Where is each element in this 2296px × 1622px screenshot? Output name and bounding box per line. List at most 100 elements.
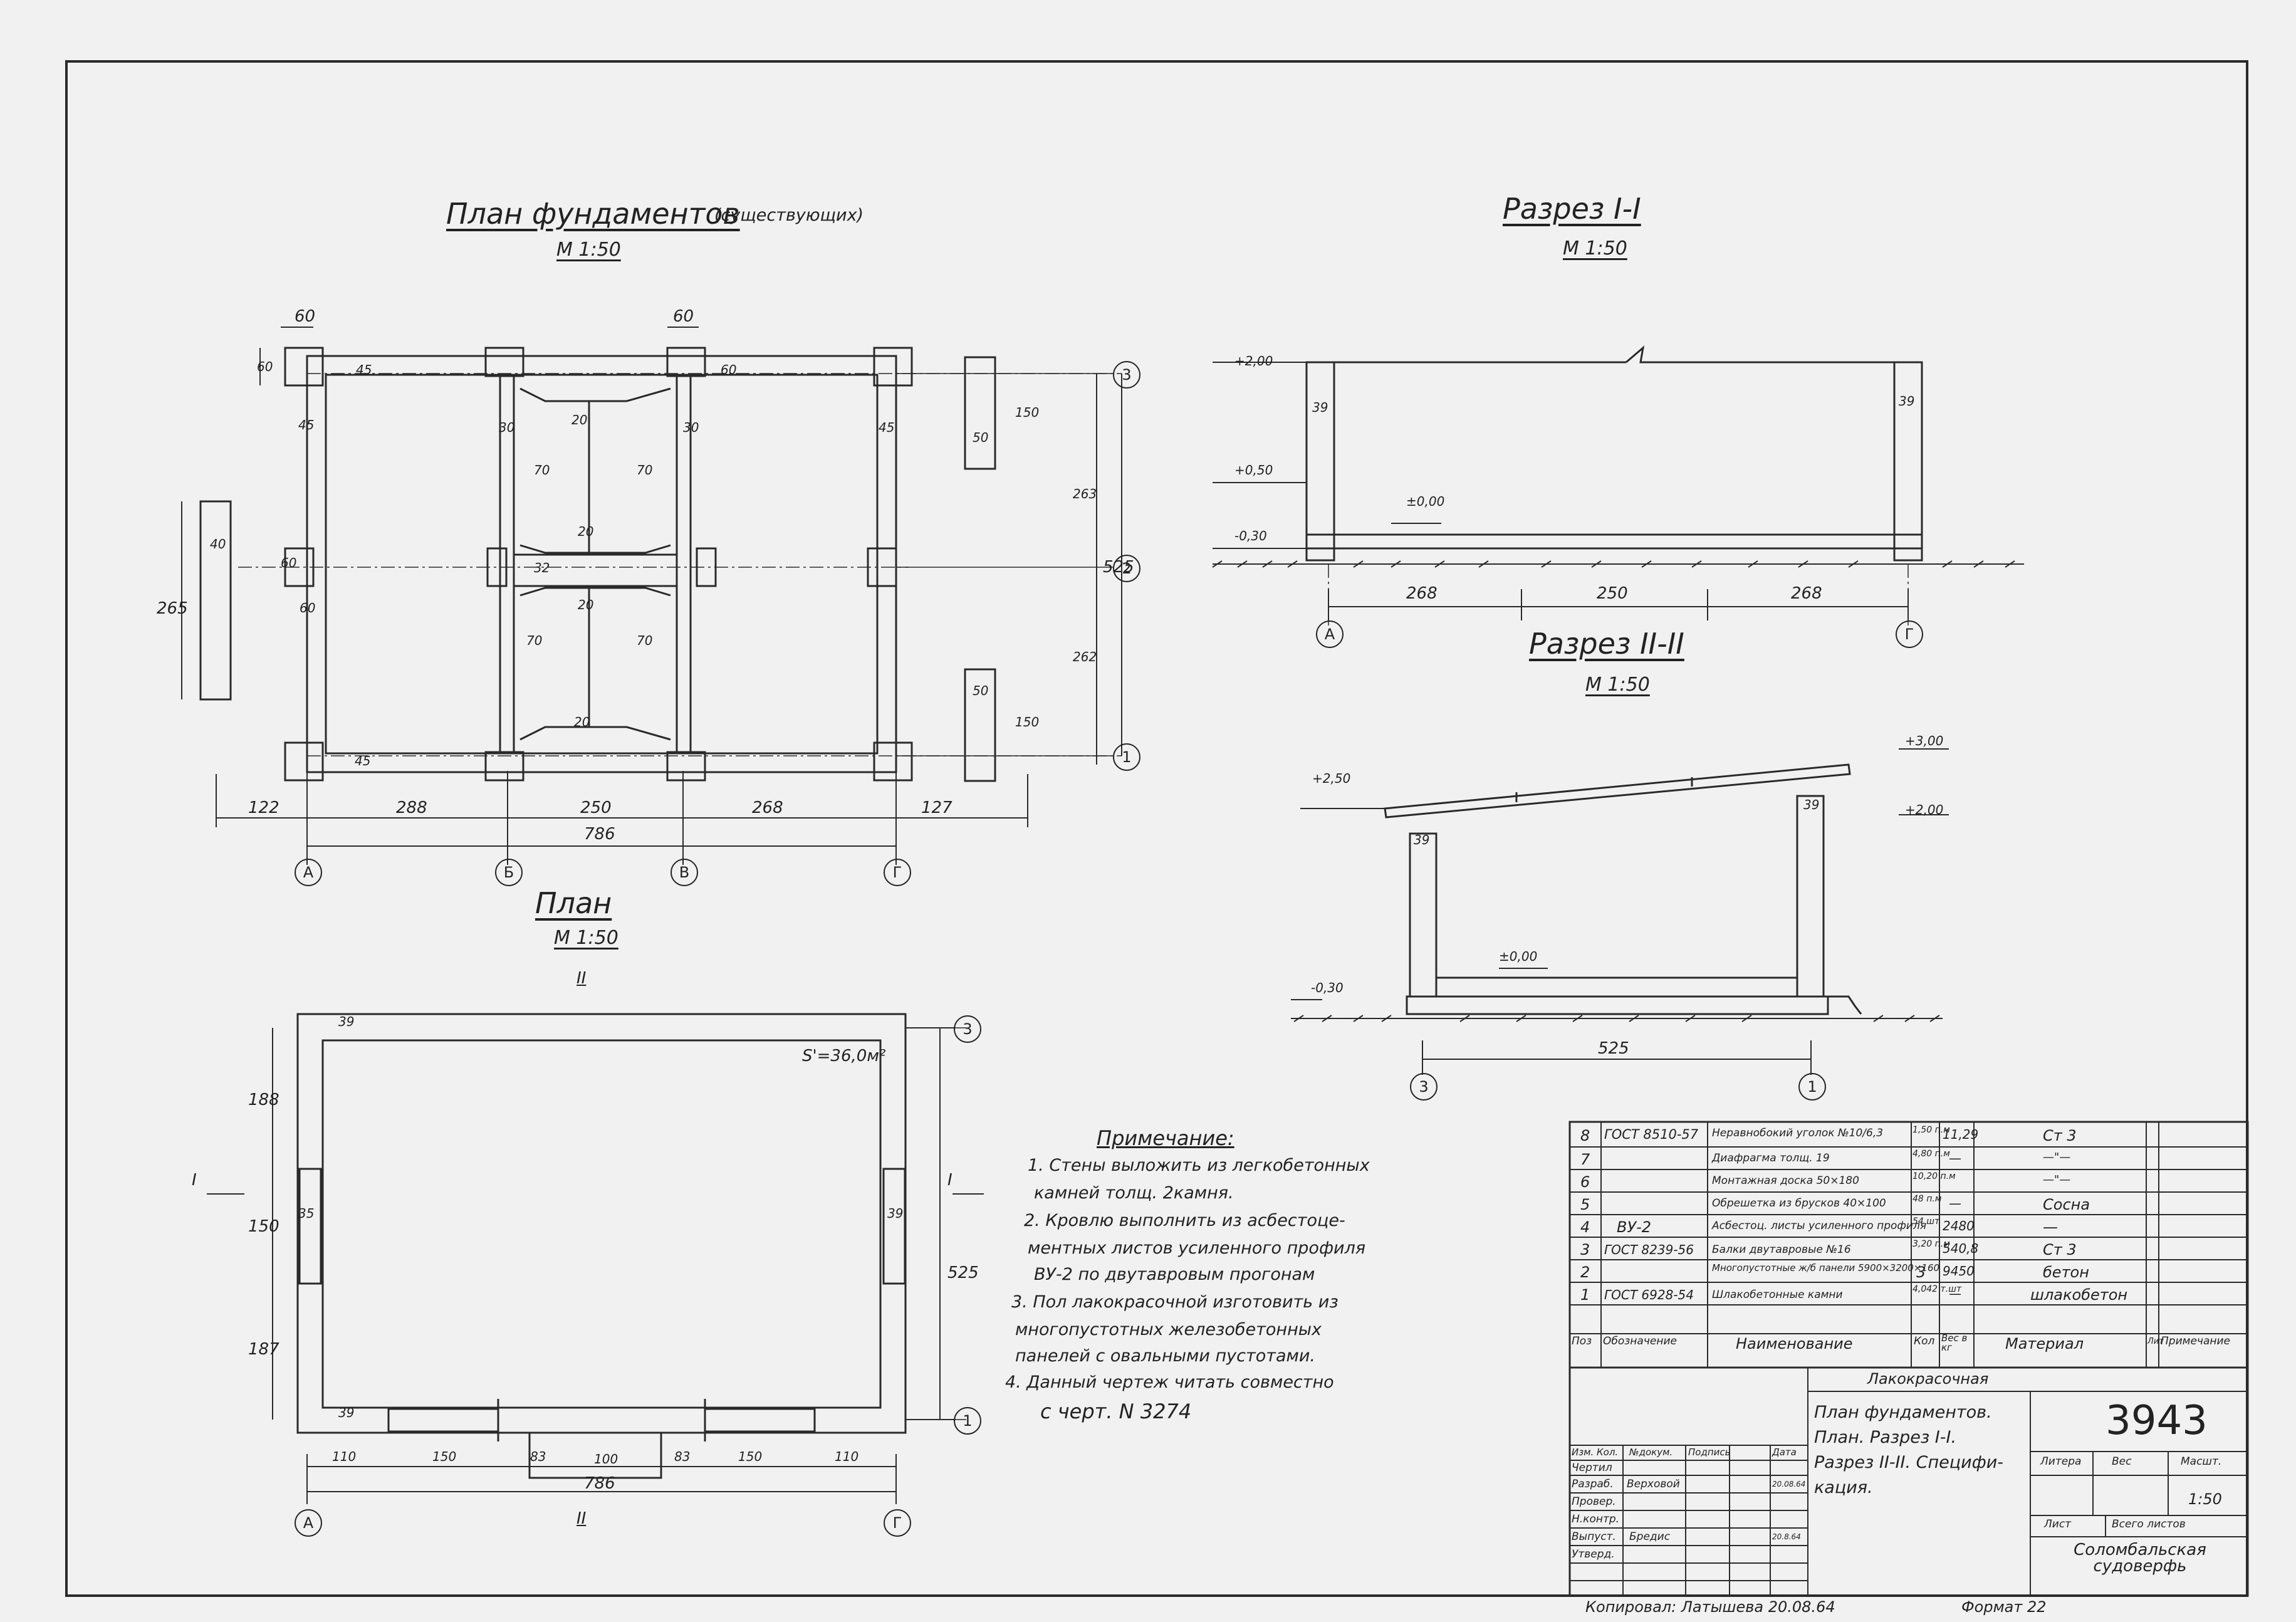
axis-bubble-3: 3	[1113, 361, 1140, 389]
section-1-axis-bubble-a: А	[1316, 620, 1344, 648]
rev-header: Дата	[1772, 1447, 1797, 1458]
dim-60-side-right: 60	[721, 362, 737, 377]
plan-dim-39-a: 39	[338, 1014, 355, 1029]
section-1-dim-250: 250	[1597, 584, 1628, 603]
dim-60-top-left: 60	[295, 307, 316, 326]
dim-70-b: 70	[637, 463, 653, 478]
plan-dim-39-c: 39	[887, 1206, 904, 1221]
dim-60-low: 60	[300, 600, 316, 615]
issued-name: Бредис	[1629, 1530, 1671, 1543]
dim-263: 263	[1073, 486, 1097, 501]
plan-dim-110-a: 110	[332, 1449, 357, 1464]
section-2-scale: М 1:50	[1585, 674, 1650, 696]
spec-designation: ГОСТ 8239-56	[1604, 1242, 1694, 1257]
dim-50-a: 50	[973, 430, 989, 445]
dim-20-b: 20	[578, 524, 594, 539]
plan-dim-187: 187	[248, 1340, 279, 1359]
spec-weight: —	[1949, 1196, 1961, 1211]
spec-header-designation: Обозначение	[1603, 1335, 1677, 1347]
spec-designation: ГОСТ 8510-57	[1604, 1127, 1699, 1142]
spec-weight: 9450	[1943, 1264, 1975, 1279]
dim-45-c: 45	[879, 420, 895, 435]
plan-area: S'=36,0м²	[802, 1047, 886, 1065]
axis-bubble-a: А	[295, 859, 322, 886]
dim-30-b: 30	[683, 420, 699, 435]
spec-pos: 5	[1580, 1196, 1590, 1213]
dim-262: 262	[1073, 649, 1097, 664]
notes-title: Примечание:	[1097, 1126, 1234, 1150]
title-block-line: План фундаментов.	[1814, 1403, 1992, 1422]
plan-dim-525: 525	[947, 1264, 979, 1282]
section-1-dim-39-b: 39	[1899, 394, 1915, 409]
rev-header: №докум.	[1629, 1447, 1673, 1458]
spec-name: Шлакобетонные камни	[1712, 1289, 1843, 1301]
title-block-object: Лакокрасочная	[1867, 1370, 1989, 1388]
axis-bubble-2: 2	[1113, 555, 1140, 582]
spec-pos: 1	[1580, 1286, 1590, 1304]
dim-45-a: 45	[356, 362, 372, 377]
title-block-sheets: Всего листов	[2112, 1518, 2186, 1530]
plan-dim-35: 35	[298, 1206, 315, 1221]
dim-20-c: 20	[578, 597, 594, 612]
title-block-litera: Литера	[2040, 1455, 2082, 1468]
dim-40: 40	[210, 536, 226, 552]
notes-line: с черт. N 3274	[1040, 1400, 1192, 1423]
title-block-weight: Вес	[2112, 1455, 2132, 1468]
plan-dim-39-b: 39	[338, 1405, 355, 1420]
dim-786: 786	[584, 825, 615, 844]
axis-bubble-g: Г	[884, 859, 911, 886]
plan-section-i-left: I	[192, 1171, 197, 1190]
dim-45-d: 45	[355, 753, 371, 768]
date-1: 20.08.64	[1772, 1480, 1806, 1489]
spec-pos: 6	[1580, 1173, 1590, 1191]
plan-dim-150-a: 150	[432, 1449, 457, 1464]
plan-dim-110-b: 110	[835, 1449, 859, 1464]
spec-header-weight: Вес в кг	[1941, 1332, 1968, 1353]
plan-dim-150: 150	[248, 1217, 279, 1236]
plan-section-i-right: I	[947, 1171, 952, 1190]
plan-foundations-scale: М 1:50	[556, 239, 621, 261]
spec-pos: 8	[1580, 1127, 1590, 1144]
section-mark-ii-bottom: II	[577, 1509, 587, 1528]
plan-dim-188: 188	[248, 1091, 279, 1109]
spec-header-qty: Кол	[1914, 1335, 1935, 1347]
spec-material: —"—	[2043, 1151, 2071, 1164]
role-label: Н.контр.	[1572, 1513, 1620, 1525]
section-2-axis-bubble-1: 1	[1798, 1073, 1826, 1101]
spec-qty: 1,50 п.м	[1912, 1125, 1950, 1135]
spec-qty: 4,80 п.м	[1912, 1149, 1950, 1159]
spec-qty: 54 шт	[1912, 1216, 1940, 1227]
section-1-axis-bubble-g: Г	[1896, 620, 1923, 648]
spec-weight: —	[1949, 1151, 1961, 1166]
title-block-line: План. Разрез I-I.	[1814, 1428, 1957, 1447]
plan-dim-83-b: 83	[674, 1449, 691, 1464]
rev-header: Изм.	[1572, 1447, 1594, 1458]
dim-150-a: 150	[1015, 405, 1040, 420]
spec-weight: 2480	[1943, 1218, 1975, 1233]
notes-line: 1. Стены выложить из легкобетонных	[1028, 1156, 1370, 1175]
axis-bubble-b: Б	[495, 859, 523, 886]
spec-header-note: Примечание	[2161, 1335, 2230, 1347]
plan-dim-83-a: 83	[530, 1449, 546, 1464]
dim-20-d: 20	[574, 714, 590, 730]
dim-32: 32	[534, 560, 550, 575]
section-1-level-050: +0,50	[1234, 463, 1273, 478]
spec-material: —"—	[2043, 1173, 2071, 1186]
section-1-level-030: -0,30	[1234, 528, 1267, 543]
spec-name: Балки двутавровые №16	[1712, 1243, 1851, 1256]
plan-dim-786: 786	[584, 1474, 615, 1493]
spec-material: —	[2043, 1218, 2058, 1236]
spec-pos: 7	[1580, 1151, 1590, 1168]
section-2-level-200: +2,00	[1905, 802, 1944, 817]
notes-line: многопустотных железобетонных	[1015, 1320, 1322, 1339]
title-block-line: кация.	[1814, 1478, 1873, 1497]
section-2-level-030: -0,30	[1311, 980, 1344, 995]
spec-material: Сосна	[2043, 1196, 2090, 1213]
spec-header-material: Материал	[2005, 1335, 2084, 1353]
notes-line: камней толщ. 2камня.	[1034, 1183, 1234, 1203]
dim-20-a: 20	[571, 412, 588, 427]
rev-header: Подпись	[1688, 1447, 1731, 1458]
dim-122: 122	[248, 798, 279, 817]
drawing-number: 3943	[2106, 1398, 2208, 1444]
